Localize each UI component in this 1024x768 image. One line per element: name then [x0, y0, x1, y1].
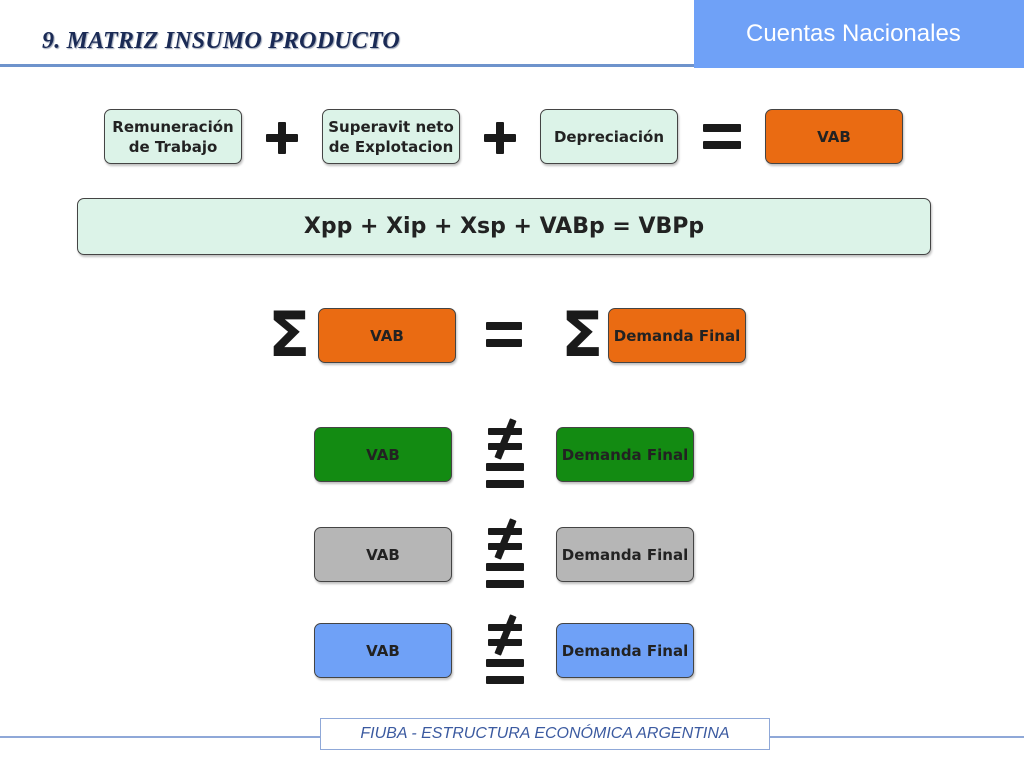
box-demanda-final-green: Demanda Final — [556, 427, 694, 482]
box-demanda-final-sum: Demanda Final — [608, 308, 746, 363]
box-demanda-final-grey: Demanda Final — [556, 527, 694, 582]
box-vab-grey: VAB — [314, 527, 452, 582]
footer-line-left — [0, 736, 320, 738]
footer-line-right — [770, 736, 1024, 738]
equals-icon — [486, 322, 522, 348]
plus-icon — [266, 122, 298, 154]
not-equal-over-equal-icon — [486, 516, 524, 588]
equals-icon — [703, 124, 741, 150]
page-title: 9. MATRIZ INSUMO PRODUCTO — [42, 28, 400, 54]
not-equal-over-equal-icon — [486, 612, 524, 684]
box-vab-blue: VAB — [314, 623, 452, 678]
brand-banner: Cuentas Nacionales — [694, 0, 1024, 68]
plus-icon — [484, 122, 516, 154]
footer-label: FIUBA - ESTRUCTURA ECONÓMICA ARGENTINA — [320, 718, 770, 750]
box-vab-top: VAB — [765, 109, 903, 164]
sigma-icon: Σ — [561, 298, 604, 371]
not-equal-over-equal-icon — [486, 416, 524, 488]
box-remuneracion: Remuneración de Trabajo — [104, 109, 242, 164]
box-demanda-final-blue: Demanda Final — [556, 623, 694, 678]
box-depreciacion: Depreciación — [540, 109, 678, 164]
formula-box: Xpp + Xip + Xsp + VABp = VBPp — [77, 198, 931, 255]
sigma-icon: Σ — [268, 298, 311, 371]
box-superavit: Superavit neto de Explotacion — [322, 109, 460, 164]
brand-label: Cuentas Nacionales — [746, 20, 961, 47]
box-vab-green: VAB — [314, 427, 452, 482]
title-underline — [0, 64, 700, 67]
box-vab-sum: VAB — [318, 308, 456, 363]
